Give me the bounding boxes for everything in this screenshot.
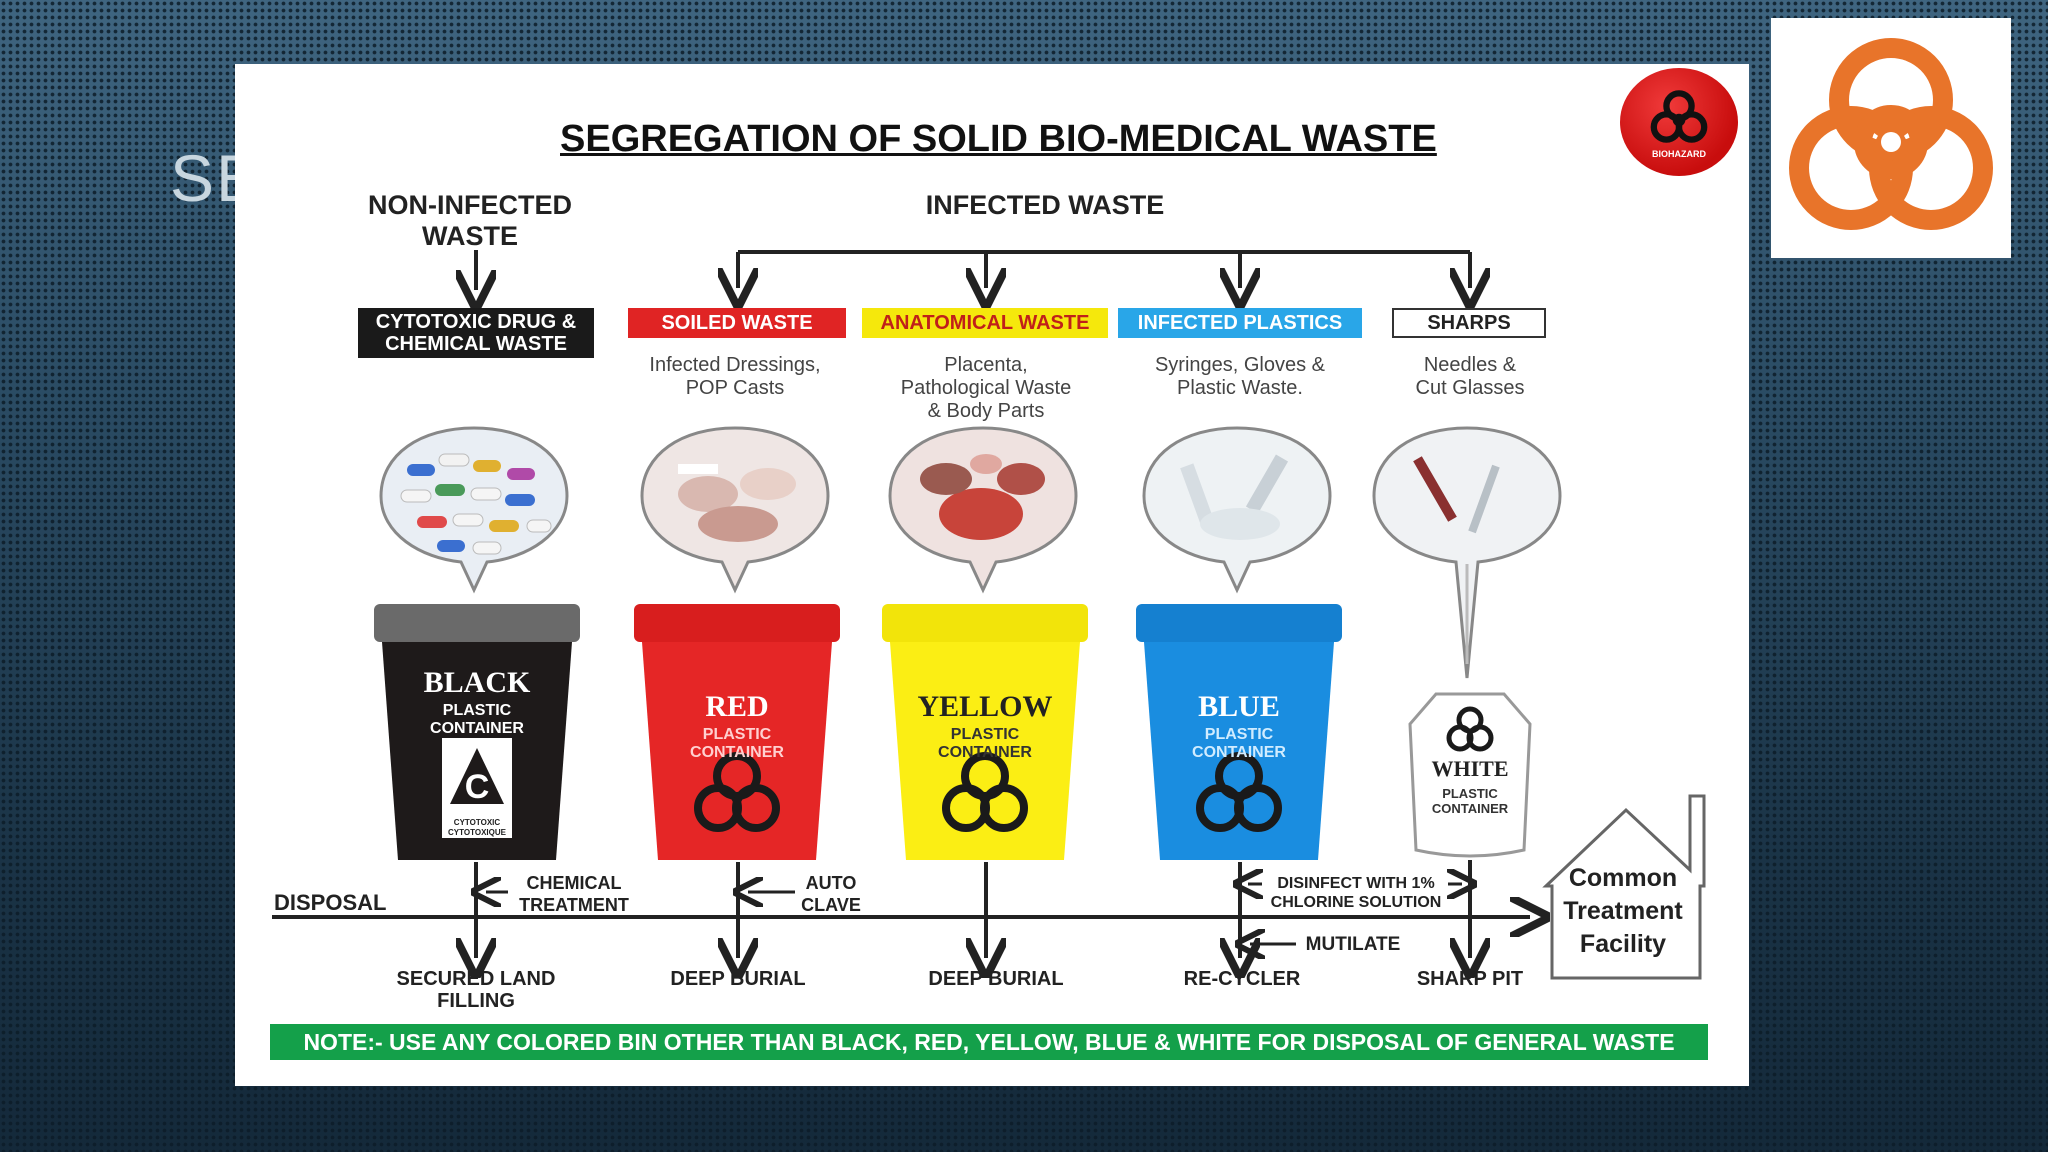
cytotoxic-small-text: CYTOTOXIC CYTOTOXIQUE	[448, 818, 506, 837]
pills-image	[379, 426, 569, 594]
white-bin-type: PLASTIC CONTAINER	[1431, 786, 1509, 816]
blue-bin	[1136, 604, 1342, 860]
biohazard-icon	[1650, 90, 1708, 143]
red-bin	[634, 604, 840, 860]
biohazard-badge-text: BIOHAZARD	[1652, 149, 1706, 159]
treatment-disinfect: DISINFECT WITH 1% CHLORINE SOLUTION	[1270, 875, 1442, 911]
desc-sharps: Needles & Cut Glasses	[1415, 354, 1525, 399]
diagram-title: SEGREGATION OF SOLID BIO-MEDICAL WASTE	[560, 118, 1437, 160]
desc-soiled-waste: Infected Dressings, POP Casts	[649, 354, 821, 399]
disposal-recycler: RE-CYCLER	[1183, 968, 1301, 990]
cytotoxic-c-mark: C	[464, 768, 490, 806]
black-bin-type: PLASTIC CONTAINER	[430, 702, 524, 737]
treatment-autoclave: AUTO CLAVE	[801, 873, 861, 915]
desc-anatomical-waste: Placenta, Pathological Waste & Body Part…	[900, 354, 1072, 422]
disposal-sharp-pit: SHARP PIT	[1416, 968, 1524, 990]
desc-infected-plastics: Syringes, Gloves & Plastic Waste.	[1154, 354, 1326, 399]
black-bin-label: BLACK	[423, 666, 531, 699]
white-sharps-container	[1408, 692, 1532, 858]
tag-infected-plastics: INFECTED PLASTICS	[1118, 308, 1362, 338]
red-bin-type: PLASTIC CONTAINER	[690, 726, 784, 761]
non-infected-waste-label: NON-INFECTED WASTE	[368, 190, 572, 251]
white-bin-label: WHITE	[1431, 756, 1509, 781]
yellow-bin	[882, 604, 1088, 860]
tag-sharps: SHARPS	[1392, 308, 1546, 338]
biohazard-logo	[1771, 18, 2011, 258]
black-bin	[374, 604, 580, 860]
disposal-secured-land-filling: SECURED LAND FILLING	[396, 968, 556, 1012]
treatment-mutilate: MUTILATE	[1305, 934, 1401, 955]
infected-waste-label: INFECTED WASTE	[925, 190, 1165, 220]
common-treatment-facility-label: Common Treatment Facility	[1563, 864, 1683, 958]
red-bin-label: RED	[705, 690, 769, 723]
tag-cytotoxic: CYTOTOXIC DRUG & CHEMICAL WASTE	[358, 308, 594, 358]
general-waste-note: NOTE:- USE ANY COLORED BIN OTHER THAN BL…	[270, 1024, 1708, 1060]
syringes-image	[1142, 426, 1332, 594]
yellow-bin-label: YELLOW	[917, 690, 1053, 723]
blue-bin-type: PLASTIC CONTAINER	[1192, 726, 1286, 761]
yellow-bin-type: PLASTIC CONTAINER	[938, 726, 1032, 761]
biohazard-badge: BIOHAZARD	[1620, 68, 1738, 176]
disposal-deep-burial-yellow: DEEP BURIAL	[928, 968, 1064, 990]
dressings-image	[640, 426, 830, 594]
body-parts-image	[888, 426, 1078, 594]
blue-bin-label: BLUE	[1198, 690, 1280, 723]
treatment-chemical: CHEMICAL TREATMENT	[519, 873, 629, 915]
treatment-facility-house	[1542, 794, 1706, 980]
biohazard-symbol-icon	[1789, 38, 1993, 230]
disposal-label: DISPOSAL	[274, 890, 387, 915]
tag-anatomical-waste: ANATOMICAL WASTE	[862, 308, 1108, 338]
disposal-deep-burial-red: DEEP BURIAL	[670, 968, 806, 990]
needles-image	[1372, 426, 1562, 679]
tag-soiled-waste: SOILED WASTE	[628, 308, 846, 338]
